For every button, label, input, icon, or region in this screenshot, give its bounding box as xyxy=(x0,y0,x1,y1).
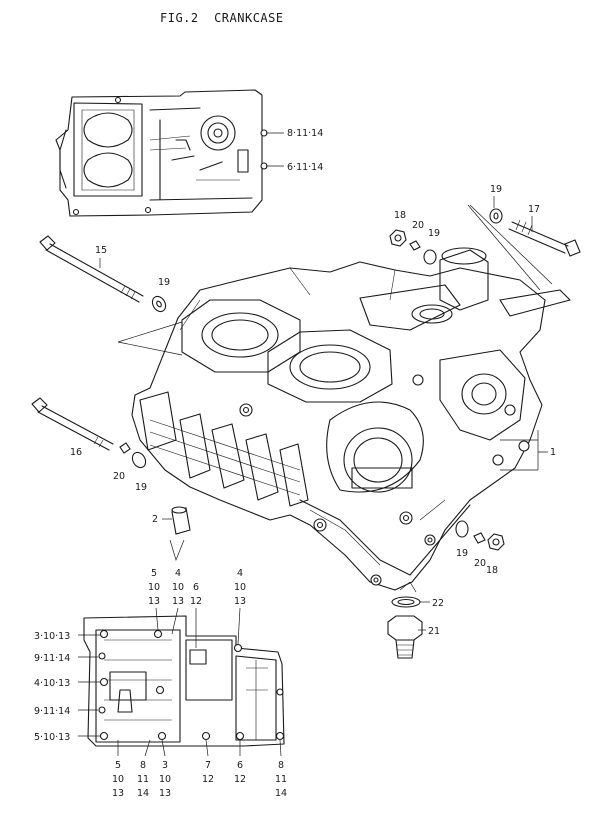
washer-19-lower-right xyxy=(455,520,469,538)
lower-case-inset xyxy=(83,615,285,747)
stack-bot-5-c: 13 xyxy=(112,788,124,799)
washer-19-left xyxy=(151,295,167,313)
callout-2: 2 xyxy=(152,514,158,525)
stack-bot-6-a: 6 xyxy=(237,760,243,771)
spring-washer-20-lower xyxy=(473,532,486,544)
stack-top-4a-b: 10 xyxy=(172,582,184,593)
callout-20-lower: 20 xyxy=(474,558,486,569)
stack-bot-3-c: 13 xyxy=(159,788,171,799)
upper-case-inset xyxy=(55,89,284,217)
stack-bot-3-a: 3 xyxy=(162,760,168,771)
stack-top-4b-c: 13 xyxy=(234,596,246,607)
stack-top-6-b: 12 xyxy=(190,596,202,607)
drain-plug-21 xyxy=(387,615,423,659)
callout-19-lower-left: 19 xyxy=(135,482,147,493)
callout-4-10-13-left: 4·10·13 xyxy=(34,678,70,689)
callout-18-top: 18 xyxy=(394,210,406,221)
figure-title: FIG.2 CRANKCASE xyxy=(160,11,284,25)
callout-15: 15 xyxy=(95,245,107,256)
callout-6-11-14-top: 6·11·14 xyxy=(287,162,323,173)
nut-18-lower xyxy=(487,533,505,551)
stack-bot-8a-a: 8 xyxy=(140,760,146,771)
callout-3-10-13-left: 3·10·13 xyxy=(34,631,70,642)
callout-9-11-14-upper-left: 9·11·14 xyxy=(34,653,70,664)
stack-top-5-a: 5 xyxy=(151,568,157,579)
stack-top-4b-b: 10 xyxy=(234,582,246,593)
stack-bot-5-b: 10 xyxy=(112,774,124,785)
spring-washer-20-top xyxy=(409,240,421,251)
bolt-16 xyxy=(31,397,114,451)
washer-19-top-right xyxy=(489,208,503,224)
callout-8-11-14-top: 8·11·14 xyxy=(287,128,323,139)
bolt-15 xyxy=(39,235,144,303)
stack-bot-5-a: 5 xyxy=(115,760,121,771)
stack-top-4a-a: 4 xyxy=(175,568,181,579)
callout-5-10-13-left: 5·10·13 xyxy=(34,732,70,743)
callout-1: 1 xyxy=(550,447,556,458)
stack-bot-3-b: 10 xyxy=(159,774,171,785)
callout-19-top-right: 19 xyxy=(490,184,502,195)
stack-top-5-c: 13 xyxy=(148,596,160,607)
stack-top-4b-a: 4 xyxy=(237,568,243,579)
callout-17: 17 xyxy=(528,204,540,215)
callout-20-left: 20 xyxy=(113,471,125,482)
crankcase-assembly xyxy=(131,247,571,591)
stack-top-5-b: 10 xyxy=(148,582,160,593)
spring-washer-20-left xyxy=(119,442,131,454)
callout-18-lower: 18 xyxy=(486,565,498,576)
bolt-17 xyxy=(508,219,581,257)
callout-21: 21 xyxy=(428,626,440,637)
washer-19-top xyxy=(423,249,437,265)
stack-top-6-a: 6 xyxy=(193,582,199,593)
nut-18-top xyxy=(389,229,407,247)
stack-top-4a-c: 13 xyxy=(172,596,184,607)
gasket-22 xyxy=(391,596,421,608)
callout-19-lower-right: 19 xyxy=(456,548,468,559)
stack-bot-8b-c: 14 xyxy=(275,788,287,799)
callout-16: 16 xyxy=(70,447,82,458)
stack-bot-6-b: 12 xyxy=(234,774,246,785)
callout-9-11-14-lower-left: 9·11·14 xyxy=(34,706,70,717)
washer-19-lower-left xyxy=(131,451,147,469)
stack-bot-8b-a: 8 xyxy=(278,760,284,771)
callout-19-left: 19 xyxy=(158,277,170,288)
callout-19-top: 19 xyxy=(428,228,440,239)
stack-bot-8b-b: 11 xyxy=(275,774,287,785)
stack-bot-7-a: 7 xyxy=(205,760,211,771)
callout-22: 22 xyxy=(432,598,444,609)
stack-bot-7-b: 12 xyxy=(202,774,214,785)
stack-bot-8a-c: 14 xyxy=(137,788,149,799)
callout-20-top: 20 xyxy=(412,220,424,231)
dowel-pin-2 xyxy=(171,506,191,535)
stack-bot-8a-b: 11 xyxy=(137,774,149,785)
